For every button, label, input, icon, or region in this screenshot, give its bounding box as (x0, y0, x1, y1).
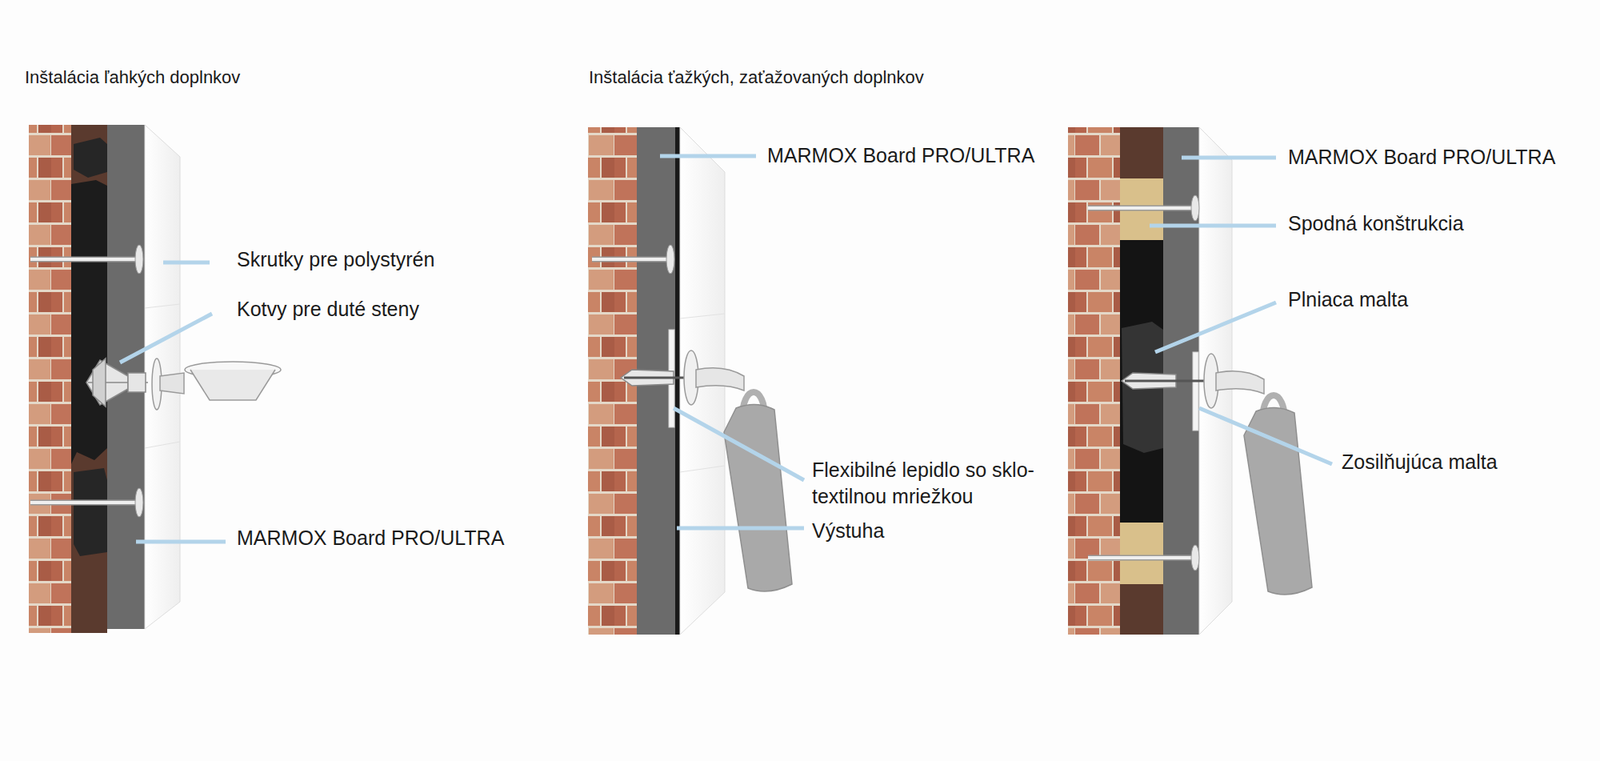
part-label: Flexibilné lepidlo so sklo- textilnou mr… (812, 456, 1052, 510)
part-label: Plniaca malta (1288, 286, 1408, 313)
part-label: Kotvy pre duté steny (236, 296, 420, 323)
part-label: MARMOX Board PRO/ULTRA (767, 142, 1035, 169)
part-label: Skrutky pre polystyrén (236, 246, 435, 273)
part-label: MARMOX Board PRO/ULTRA (236, 524, 504, 552)
part-label: Zosilňujúca malta (1341, 448, 1498, 476)
section-heading: Inštalácia ťažkých, zaťažovaných doplnko… (588, 64, 924, 91)
part-label: Spodná konštrukcia (1288, 210, 1464, 237)
part-label: MARMOX Board PRO/ULTRA (1288, 144, 1556, 171)
section-heading: Inštalácia ľahkých doplnkov (24, 64, 240, 91)
part-label: Výstuha (812, 517, 884, 544)
